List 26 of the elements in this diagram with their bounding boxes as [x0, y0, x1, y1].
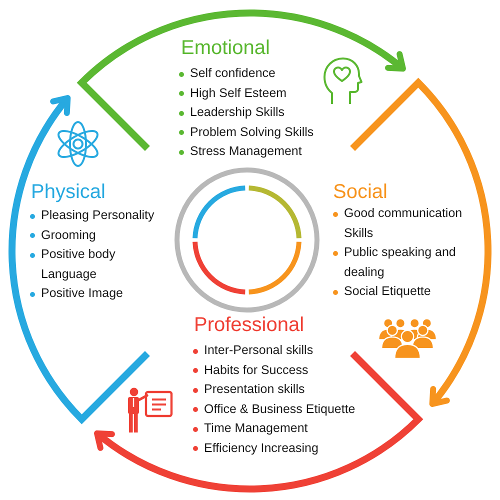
list-item: High Self Esteem	[178, 84, 287, 103]
list-item: Inter-Personal skills	[192, 341, 314, 360]
list-item: Habits for Success	[192, 360, 308, 380]
list-item: Positive body Language	[29, 245, 165, 284]
list-item: Stress Management	[178, 142, 302, 162]
list-item: Good communication Skills	[332, 204, 476, 243]
curved-arrow	[350, 79, 492, 407]
list-item: Problem Solving Skills	[178, 122, 314, 142]
curved-arrow	[94, 351, 422, 492]
section-heading: Physical	[31, 180, 106, 204]
list-item: Social Etiquette	[332, 282, 431, 302]
list-item: Efficiency Increasing	[192, 438, 318, 458]
list-item: Presentation skills	[192, 380, 305, 400]
section-heading: Professional	[194, 313, 304, 337]
section-heading: Emotional	[181, 36, 270, 60]
list-item: Self confidence	[178, 64, 276, 84]
list-item: Pleasing Personality	[29, 206, 154, 226]
list-item: Time Management	[192, 419, 308, 438]
list-item: Positive Image	[29, 284, 123, 304]
list-item: Office & Business Etiquette	[192, 400, 356, 419]
list-item: Leadership Skills	[178, 103, 284, 122]
list-item: Grooming	[29, 226, 96, 245]
curved-arrow	[8, 95, 150, 423]
curved-arrow	[78, 10, 406, 151]
section-heading: Social	[333, 180, 388, 204]
list-item: Public speaking and dealing	[332, 243, 476, 282]
